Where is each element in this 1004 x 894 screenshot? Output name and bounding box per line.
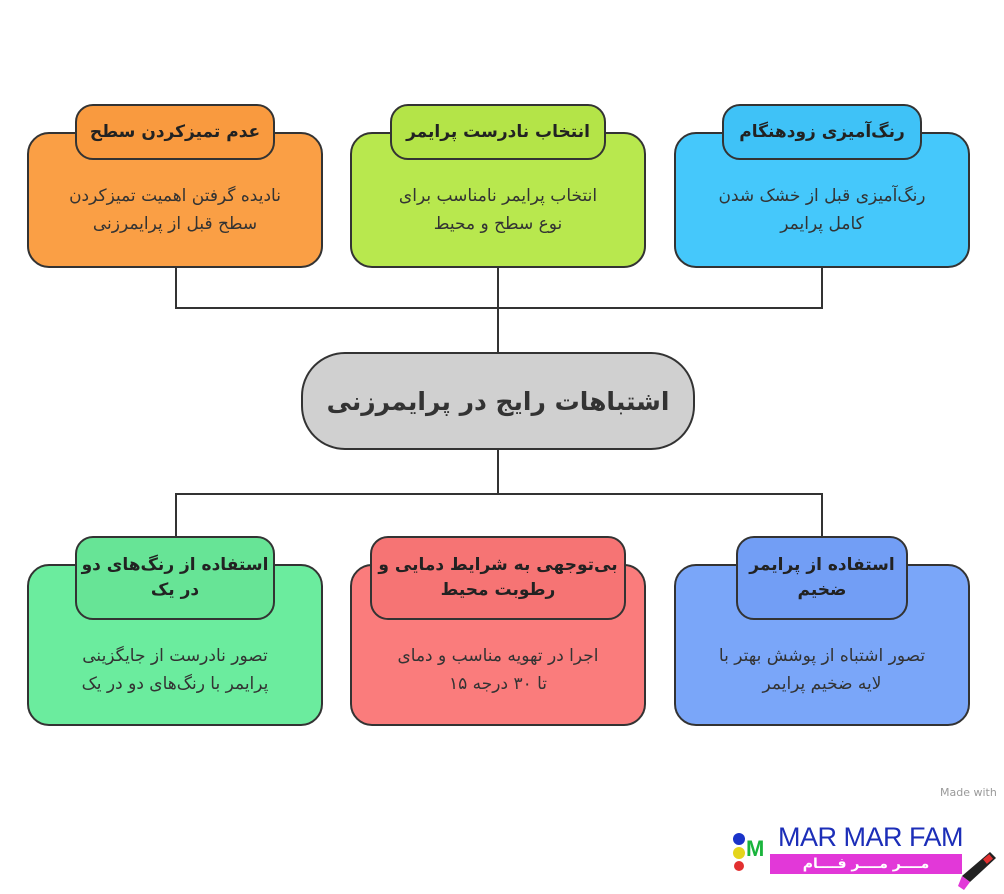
bottom-connector [175, 493, 823, 564]
node-description: تصور نادرست از جایگزینی پرایمر با رنگ‌ها… [81, 646, 269, 695]
node-title: بی‌توجهی به شرایط دمایی و رطوبت محیط [370, 536, 626, 620]
node-description: اجرا در تهویه مناسب و دمای تا ۳۰ درجه ۱۵ [397, 646, 599, 695]
logo-letter: M [746, 836, 764, 861]
logo-bar [770, 854, 962, 874]
node-title: استفاده از رنگ‌های دو در یک [75, 536, 275, 620]
logo-color-dots-icon: M [733, 833, 764, 871]
node-description: نادیده گرفتن اهمیت تمیزکردن سطح قبل از پ… [69, 186, 281, 235]
node-description: رنگ‌آمیزی قبل از خشک شدن کامل پرایمر [718, 186, 926, 235]
made-with-label: Made with [940, 786, 997, 799]
node-description: تصور اشتباه از پوشش بهتر با لایه ضخیم پر… [718, 646, 926, 695]
node-title: عدم تمیزکردن سطح [75, 104, 275, 160]
node-title: استفاده از پرایمر ضخیم [736, 536, 908, 620]
paint-brush-icon [958, 852, 996, 890]
node-description: انتخاب پرایمر نامناسب برای نوع سطح و محی… [398, 186, 598, 235]
center-node: اشتباهات رایج در پرایمرزنی [301, 352, 695, 450]
node-title: انتخاب نادرست پرایمر [390, 104, 606, 160]
logo-subtitle: مــــر مــــر فــــام [802, 856, 930, 872]
node-title: رنگ‌آمیزی زودهنگام [722, 104, 922, 160]
logo-title: MAR MAR FAM [778, 822, 964, 852]
